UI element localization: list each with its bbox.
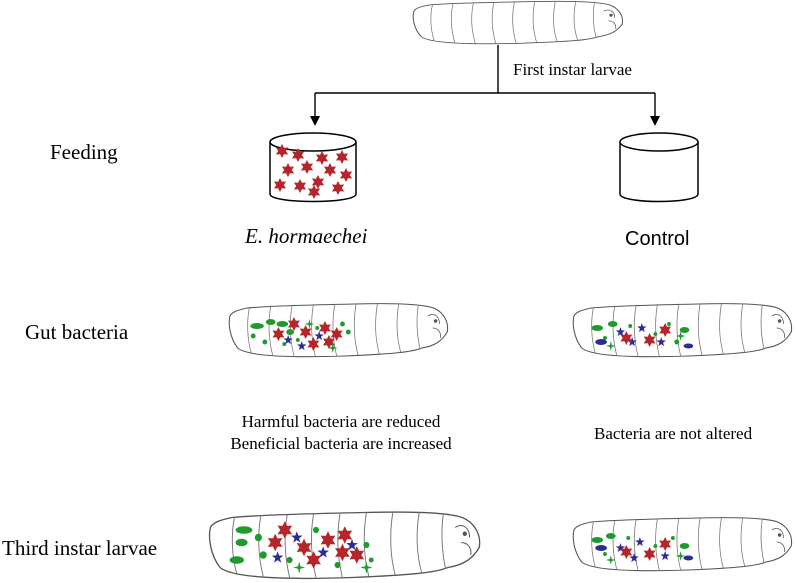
feeding-row-label: Feeding [50,140,118,164]
gut-bacteria-row-label: Gut bacteria [25,320,129,344]
control-cup [619,132,699,203]
third-instar-row-label: Third instar larvae [2,536,158,560]
control-gut-larva [572,303,793,358]
treatment-outcome: Harmful bacteria are reduced Beneficial … [198,411,484,455]
first-instar-caption: First instar larvae [513,60,632,79]
treatment-group-label: E. hormaechei [245,224,368,248]
first-instar-larva [412,0,624,45]
treatment-gut-bacteria [250,317,351,353]
arrow-head-right [650,116,660,126]
treatment-gut-larva [228,303,449,358]
control-outcome: Bacteria are not altered [594,424,753,443]
control-group-label: Control [625,228,690,250]
control-third-instar-larva [572,517,793,572]
treatment-third-instar-larva [208,511,481,580]
treatment-outcome-line1: Harmful bacteria are reduced [241,412,441,431]
treatment-outcome-line2: Beneficial bacteria are increased [230,434,452,453]
arrow-head-left [310,116,320,126]
treatment-third-instar-bacteria [229,521,374,574]
control-gut-bacteria [591,321,694,351]
branch-arrows [314,45,656,118]
control-third-instar-bacteria [591,533,694,565]
